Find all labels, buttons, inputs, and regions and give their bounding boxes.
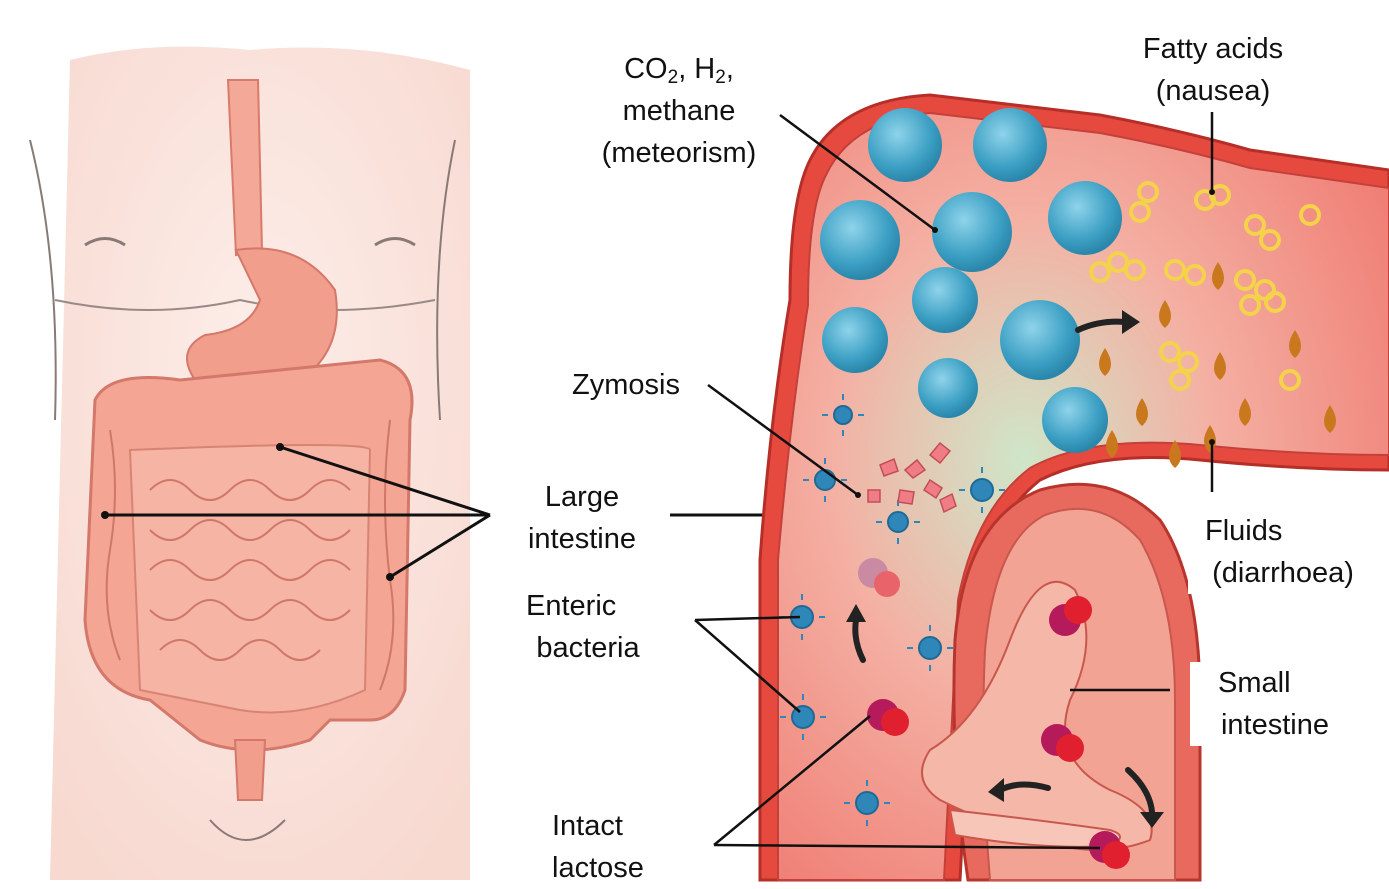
gases-label-sub-2b: 2 (715, 67, 726, 88)
gases-label-co: CO (624, 53, 668, 85)
enteric-bacteria-label: Enteric bacteria (518, 585, 658, 669)
zymosis-label-text: Zymosis (556, 364, 696, 406)
enteric-bacteria-label-line2: bacteria (518, 627, 658, 669)
intact-lactose-label: Intact lactose (552, 805, 682, 889)
intact-lactose-label-line1: Intact (552, 805, 682, 847)
gases-label-methane: methane (560, 90, 798, 132)
fatty-acids-label-line2: (nausea) (1128, 70, 1298, 112)
zymosis-label: Zymosis (556, 364, 696, 406)
fluids-label-line1: Fluids (1188, 510, 1378, 552)
gases-label-meteorism: (meteorism) (560, 132, 798, 174)
large-intestine-label-line1: Large (497, 476, 667, 518)
fatty-acids-label-line1: Fatty acids (1128, 28, 1298, 70)
fatty-acids-label: Fatty acids (nausea) (1128, 28, 1298, 112)
intact-lactose-label-line2: lactose (552, 847, 682, 889)
fluids-label: Fluids (diarrhoea) (1188, 510, 1378, 594)
enteric-bacteria-label-line1: Enteric (518, 585, 658, 627)
fluids-label-line2: (diarrhoea) (1188, 552, 1378, 594)
large-intestine-label-line2: intestine (497, 518, 667, 560)
small-intestine-label-line1: Small (1190, 662, 1360, 704)
large-intestine-label: Large intestine (497, 476, 667, 560)
small-intestine-coils (130, 445, 370, 713)
small-intestine-label: Small intestine (1190, 662, 1360, 746)
gases-label-sub-2a: 2 (668, 67, 679, 88)
gases-label-h: , H (678, 53, 715, 85)
gases-label-comma: , (726, 53, 734, 85)
small-intestine-label-line2: intestine (1190, 704, 1360, 746)
gases-label: CO2, H2, methane (meteorism) (560, 48, 798, 174)
